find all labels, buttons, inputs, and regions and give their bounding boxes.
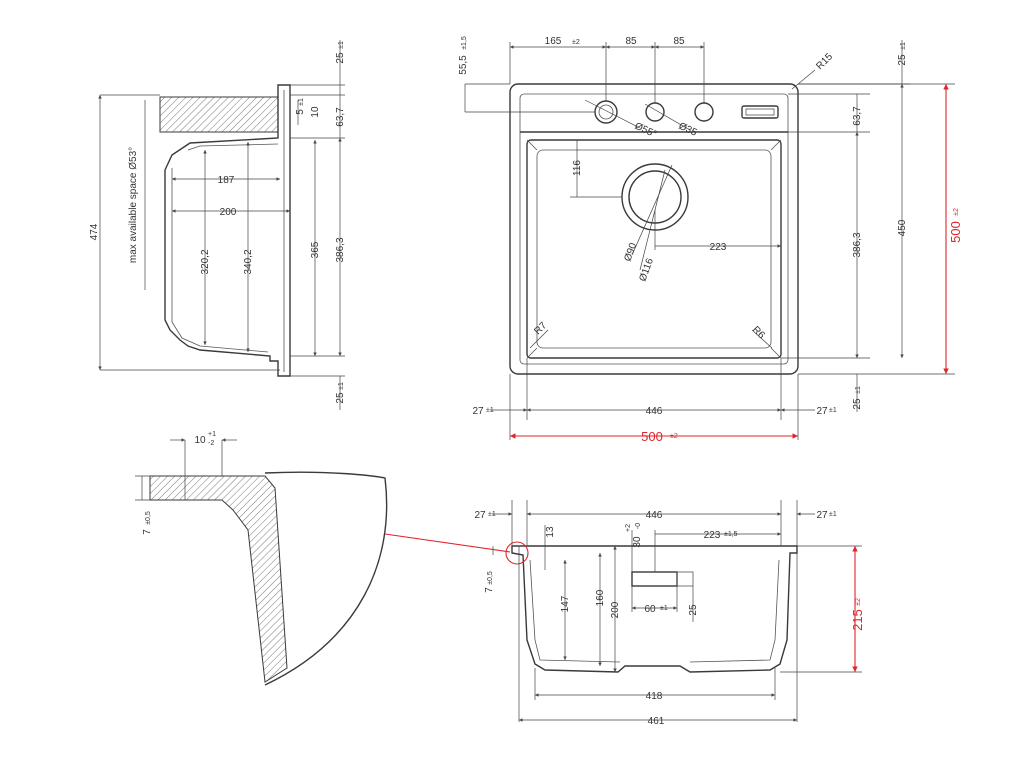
dia-55: Ø55° — [633, 121, 658, 141]
dim-446: 446 — [646, 406, 663, 417]
detail-arc — [264, 471, 388, 686]
radius-r6: R6 — [750, 324, 767, 341]
tol-25: ±1 — [900, 42, 907, 50]
top-view: 55,5 ±1,5 165 ±2 85 85 R15 25 ±1 63,7 Ø5… — [458, 36, 963, 444]
dim-27-right: 27 — [816, 406, 828, 417]
dim-63-7: 63,7 — [335, 107, 346, 127]
sec-tol-30-up: +2 — [625, 524, 632, 532]
radius-r7: R7 — [532, 320, 549, 337]
tol-25-bottom: ±1 — [338, 382, 345, 390]
detail-tol-10-up: +1 — [208, 431, 216, 438]
dim-25-bottom: 25 — [852, 398, 863, 410]
dim-223: 223 — [710, 242, 727, 253]
sink-outer — [509, 83, 799, 375]
dia-116: Ø116 — [637, 257, 656, 283]
dim-116: 116 — [572, 160, 583, 176]
tol-5: ±1 — [298, 98, 305, 106]
sec-dim-7: 7 — [484, 587, 495, 593]
overflow-slot — [741, 105, 779, 119]
bowl-outline — [526, 139, 782, 359]
sec-dim-60: 60 — [644, 604, 656, 615]
detail-tol-10-dn: -2 — [208, 440, 214, 447]
countertop-hatch — [159, 96, 279, 133]
sec-dim-13: 13 — [545, 526, 556, 538]
dim-85-b: 85 — [673, 36, 685, 47]
radius-r15: R15 — [814, 51, 835, 72]
dim-10: 10 — [310, 106, 321, 118]
dim-165: 165 — [545, 36, 562, 47]
sec-tol-60: ±1 — [660, 605, 668, 612]
dim-85-a: 85 — [625, 36, 637, 47]
sec-dim-418: 418 — [646, 691, 663, 702]
sec-dim-461: 461 — [648, 716, 665, 727]
detail-view: 10 +1 -2 7 ±0,5 — [135, 431, 511, 686]
sec-dim-27-right: 27 — [816, 510, 828, 521]
tol-25-bottom: ±1 — [855, 386, 862, 394]
tol-25-top: ±1 — [338, 41, 345, 49]
sec-dim-223: 223 — [704, 530, 721, 541]
sec-dim-27-left: 27 — [474, 510, 486, 521]
dim-27-left: 27 — [472, 406, 484, 417]
sec-dim-200: 200 — [610, 601, 621, 618]
dim-365: 365 — [310, 241, 321, 258]
detail-circle — [505, 541, 529, 565]
side-rim — [164, 84, 291, 377]
tol-55-5: ±1,5 — [461, 36, 468, 50]
sec-dim-147: 147 — [560, 595, 571, 612]
dim-320-2: 320,2 — [200, 249, 211, 274]
sec-dim-30: 30 — [632, 536, 643, 548]
tol-500-vertical: ±2 — [953, 208, 960, 216]
section-drain — [631, 571, 678, 587]
dim-55-5: 55,5 — [458, 55, 469, 75]
dia-35: Ø35 — [677, 121, 699, 139]
dim-187: 187 — [218, 175, 235, 186]
sec-tol-27-left: ±1 — [488, 511, 496, 518]
tap-hole-3 — [694, 102, 714, 122]
sec-tol-30-dn: -0 — [635, 523, 642, 529]
dim-386-3: 386,3 — [335, 237, 346, 262]
side-view: 474 max available space Ø53° 187 200 320… — [89, 40, 346, 410]
tol-27-right: ±1 — [829, 407, 837, 414]
detail-dim-7: 7 — [142, 529, 153, 535]
max-available-space-label: max available space Ø53° — [128, 147, 139, 263]
sec-dim-25: 25 — [688, 604, 699, 616]
dim-474: 474 — [89, 223, 100, 240]
sec-dim-215: 215 — [850, 609, 865, 631]
tap-hole-1 — [594, 100, 618, 124]
dim-5: 5 — [295, 109, 306, 115]
sec-tol-7: ±0,5 — [487, 571, 494, 585]
dim-450: 450 — [897, 219, 908, 236]
detail-leader-line — [384, 533, 511, 553]
tol-27-left: ±1 — [486, 407, 494, 414]
section-view: 27 ±1 446 27 ±1 13 30 +2 -0 223 ±1,5 7 ±… — [474, 500, 865, 727]
dim-63-7: 63,7 — [852, 106, 863, 126]
tol-165: ±2 — [572, 39, 580, 46]
dim-340-2: 340,2 — [243, 249, 254, 274]
sec-tol-27-right: ±1 — [829, 511, 837, 518]
dim-25-top: 25 — [335, 52, 346, 64]
tol-500-horizontal: ±2 — [670, 433, 678, 440]
dim-25-top: 25 — [897, 54, 908, 66]
sec-tol-223: ±1,5 — [724, 531, 738, 538]
dim-25-bottom: 25 — [335, 392, 346, 404]
section-rim — [511, 545, 798, 673]
sec-dim-160: 160 — [595, 589, 606, 606]
dim-500-horizontal: 500 — [641, 429, 663, 444]
detail-tol-7: ±0,5 — [145, 511, 152, 525]
dim-386-3: 386,3 — [852, 232, 863, 257]
detail-rim-section — [149, 475, 288, 683]
tap-hole-2 — [645, 102, 665, 122]
dim-500-vertical: 500 — [948, 221, 963, 243]
sec-tol-215: ±2 — [855, 598, 862, 606]
detail-dim-10: 10 — [194, 435, 206, 446]
dim-200: 200 — [220, 207, 237, 218]
sec-dim-446: 446 — [646, 510, 663, 521]
